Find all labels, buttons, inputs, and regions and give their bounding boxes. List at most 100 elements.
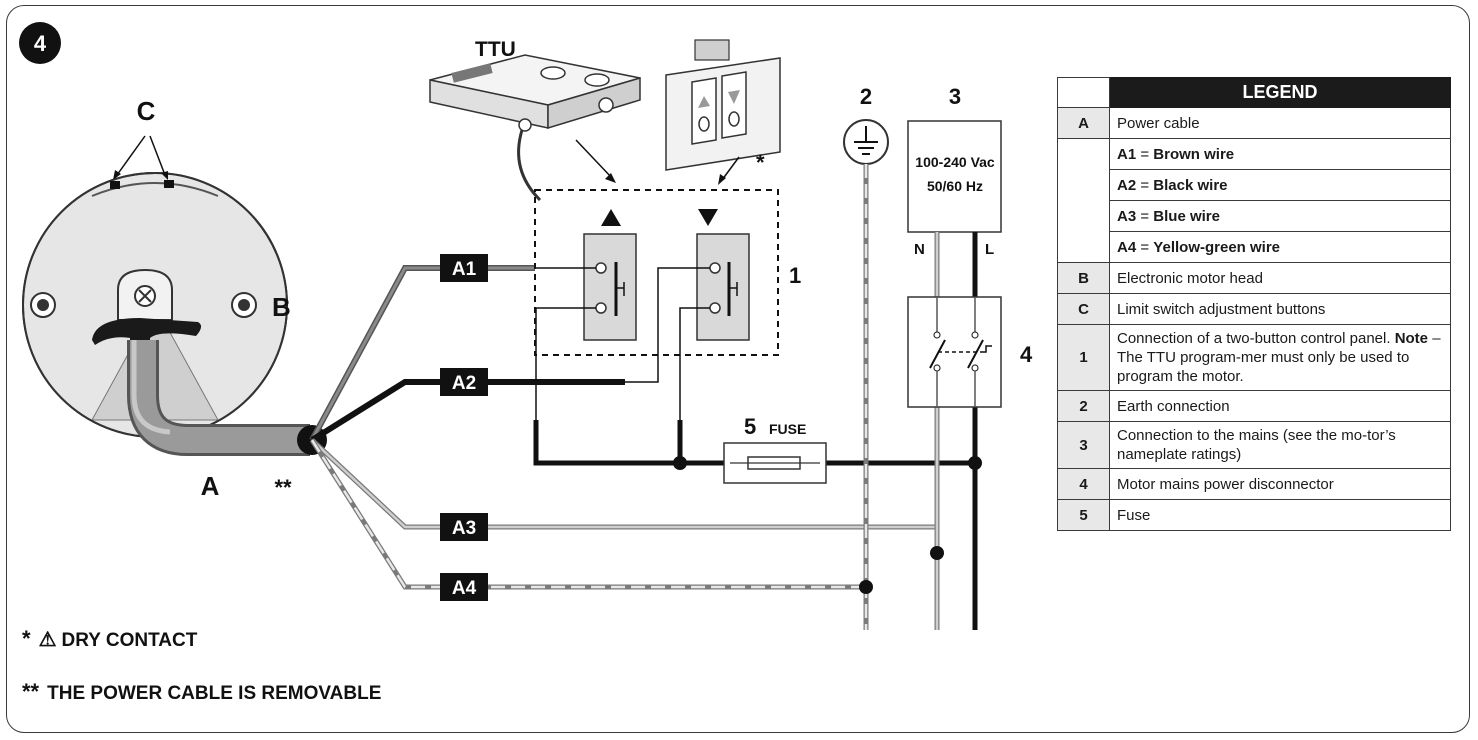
- legend-text-5: Fuse: [1109, 499, 1451, 531]
- legend-key-a: A: [1057, 107, 1110, 139]
- wire-eq-a3: =: [1136, 207, 1154, 225]
- wire-a1: [309, 265, 535, 442]
- switch-arrow: [721, 156, 740, 181]
- down-arrow-icon: [698, 209, 718, 226]
- dry-contact-note-star: *: [22, 626, 31, 651]
- wire-name-a4: Yellow-green wire: [1153, 238, 1281, 256]
- legend-wire-a2: A2 = Black wire: [1109, 169, 1451, 201]
- wire-tag-a4-text: A4: [452, 578, 477, 599]
- mains-supply-box: [907, 120, 1002, 233]
- c-arrow-left: [116, 135, 146, 176]
- screw-right-icon: [231, 292, 257, 318]
- legend-key-b: B: [1057, 262, 1110, 294]
- power-cable: [127, 340, 310, 456]
- figure-number-badge: [19, 22, 61, 64]
- earth-number: 2: [860, 84, 872, 109]
- dry-contact-note: *⚠DRY CONTACT: [22, 626, 197, 652]
- label-b: B: [272, 292, 291, 322]
- earth-icon: [843, 119, 889, 165]
- limit-switch-button-2: [164, 180, 174, 188]
- legend-text-b: Electronic motor head: [1109, 262, 1451, 294]
- mains-number: 3: [949, 84, 961, 109]
- legend-text-2: Earth connection: [1109, 390, 1451, 422]
- legend-row-a: A Power cable: [1057, 107, 1451, 139]
- legend-row-4: 4 Motor mains power disconnector: [1057, 468, 1451, 500]
- figure-number: 4: [34, 31, 47, 56]
- earth-junction: [859, 580, 873, 594]
- line-junction: [968, 456, 982, 470]
- removable-text: THE POWER CABLE IS REMOVABLE: [47, 683, 382, 704]
- legend-wire-a3: A3 = Blue wire: [1109, 200, 1451, 232]
- removable-note: ** THE POWER CABLE IS REMOVABLE: [22, 679, 381, 705]
- legend-row-c: C Limit switch adjustment buttons: [1057, 293, 1451, 325]
- figure-frame: [6, 5, 1470, 733]
- junction-dot: [673, 456, 687, 470]
- wire-tag-a1: A1: [440, 254, 488, 282]
- wire-name-a3: Blue wire: [1153, 207, 1220, 225]
- warning-icon: ⚠: [38, 629, 57, 651]
- neutral-junction: [930, 546, 944, 560]
- wire-code-a3: A3: [1117, 207, 1137, 225]
- legend-key-4: 4: [1057, 468, 1110, 500]
- legend-row-1: 1 Connection of a two-button control pan…: [1057, 324, 1451, 391]
- wall-switch: [665, 39, 781, 171]
- fuse-number: 5: [744, 414, 756, 439]
- wire-a3: [310, 438, 940, 553]
- legend-title: LEGEND: [1109, 77, 1451, 108]
- wire-eq-a2: =: [1136, 176, 1154, 194]
- ttu-arrow: [575, 139, 613, 179]
- wire-tag-a2-text: A2: [452, 373, 476, 394]
- legend-text-3: Connection to the mains (see the mo-tor’…: [1109, 421, 1451, 469]
- supply-frequency: 50/60 Hz: [927, 178, 983, 194]
- wire-code-a4: A4: [1117, 238, 1137, 256]
- clamp-screw-icon: [134, 285, 156, 307]
- legend-row-2: 2 Earth connection: [1057, 390, 1451, 422]
- wire-name-a1: Brown wire: [1153, 145, 1235, 163]
- legend-row-3: 3 Connection to the mains (see the mo-to…: [1057, 421, 1451, 469]
- wire-code-a1: A1: [1117, 145, 1137, 163]
- label-removable-star: **: [274, 475, 292, 500]
- disconnector: [907, 296, 1002, 408]
- legend-key-3: 3: [1057, 421, 1110, 469]
- disconnector-number: 4: [1020, 342, 1033, 367]
- legend-key-c: C: [1057, 293, 1110, 325]
- fuse-word: FUSE: [769, 421, 806, 437]
- legend-row-a2: A2 = Black wire: [1058, 169, 1451, 201]
- legend-table: LEGEND A Power cable A1 = Brown wire A2 …: [1057, 77, 1451, 531]
- line-label: L: [985, 241, 994, 258]
- ttu-label: TTU: [475, 38, 516, 61]
- wire-tag-a3: A3: [440, 513, 488, 541]
- legend-row-b: B Electronic motor head: [1057, 262, 1451, 294]
- wire-code-a2: A2: [1117, 176, 1137, 194]
- legend-text-4: Motor mains power disconnector: [1109, 468, 1451, 500]
- legend-text-1a: Connection of a two-button control panel…: [1117, 330, 1395, 347]
- label-a: A: [201, 471, 220, 501]
- legend-text-c: Limit switch adjustment buttons: [1109, 293, 1451, 325]
- switch-down-icon: [728, 90, 740, 104]
- fuse: [723, 442, 827, 484]
- legend-key-1: 1: [1057, 324, 1110, 391]
- motor-head: [22, 172, 288, 438]
- control-panel-outline: [534, 189, 779, 356]
- removable-note-star: **: [22, 679, 40, 704]
- button-up: [583, 233, 637, 341]
- legend-row-5: 5 Fuse: [1057, 499, 1451, 531]
- legend-wire-a1: A1 = Brown wire: [1109, 138, 1451, 170]
- screw-left-icon: [30, 292, 56, 318]
- wire-tag-a4: A4: [440, 573, 488, 601]
- legend-text-a: Power cable: [1109, 107, 1451, 139]
- wire-eq-a1: =: [1136, 145, 1154, 163]
- limit-switch-button-1: [110, 181, 120, 189]
- c-arrow-right: [149, 135, 166, 176]
- legend-wire-a4: A4 = Yellow-green wire: [1109, 231, 1451, 263]
- legend-key-wires: [1057, 138, 1110, 263]
- wire-eq-a4: =: [1136, 238, 1154, 256]
- wire-tag-a2: A2: [440, 368, 488, 396]
- legend-text-1b: – The TTU program-mer must only be used …: [1117, 330, 1441, 385]
- control-panel-number: 1: [789, 263, 801, 288]
- wire-name-a2: Black wire: [1153, 176, 1228, 194]
- dry-contact-star: *: [756, 150, 765, 175]
- legend-text-1: Connection of a two-button control panel…: [1109, 324, 1451, 391]
- legend-row-a4: A4 = Yellow-green wire: [1058, 231, 1451, 263]
